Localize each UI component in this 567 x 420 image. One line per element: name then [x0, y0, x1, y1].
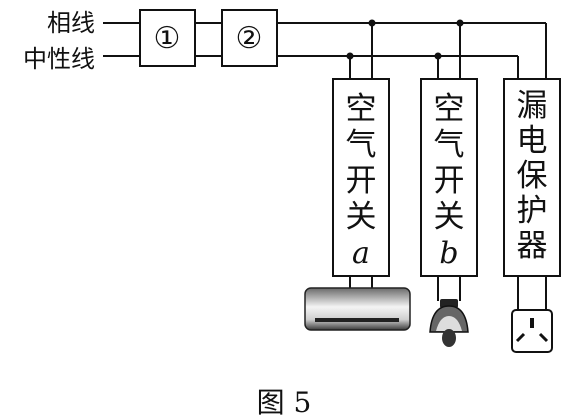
protector-char: 漏 [517, 88, 548, 124]
breaker-a-char: 空 [346, 91, 377, 127]
air-conditioner-icon [304, 287, 411, 331]
leakage-protector-box [503, 78, 561, 277]
protector-char: 电 [517, 123, 548, 159]
phase-line-label: 相线 [47, 9, 95, 37]
protector-char: 器 [517, 228, 548, 264]
protector-char: 护 [517, 193, 548, 229]
breaker-a-id: a [352, 236, 370, 271]
breaker-b-id: b [439, 236, 458, 271]
figure-caption: 图 5 [257, 386, 312, 419]
breaker-a-char: 关 [346, 199, 377, 235]
socket-icon [511, 309, 553, 353]
lamp-icon [429, 299, 469, 347]
air-breaker-a-box [332, 78, 390, 277]
meter-2-box [221, 9, 278, 67]
breaker-b-char: 关 [434, 199, 465, 235]
meter-2-label: ② [236, 21, 263, 56]
protector-char: 保 [517, 158, 548, 194]
neutral-line-label: 中性线 [23, 45, 95, 73]
air-breaker-b-box [420, 78, 478, 277]
breaker-a-char: 开 [346, 163, 377, 199]
breaker-b-char: 空 [434, 91, 465, 127]
meter-1-label: ① [154, 21, 181, 56]
meter-1-box [139, 9, 196, 67]
breaker-b-char: 气 [434, 127, 465, 163]
breaker-a-char: 气 [346, 127, 377, 163]
breaker-b-char: 开 [434, 163, 465, 199]
